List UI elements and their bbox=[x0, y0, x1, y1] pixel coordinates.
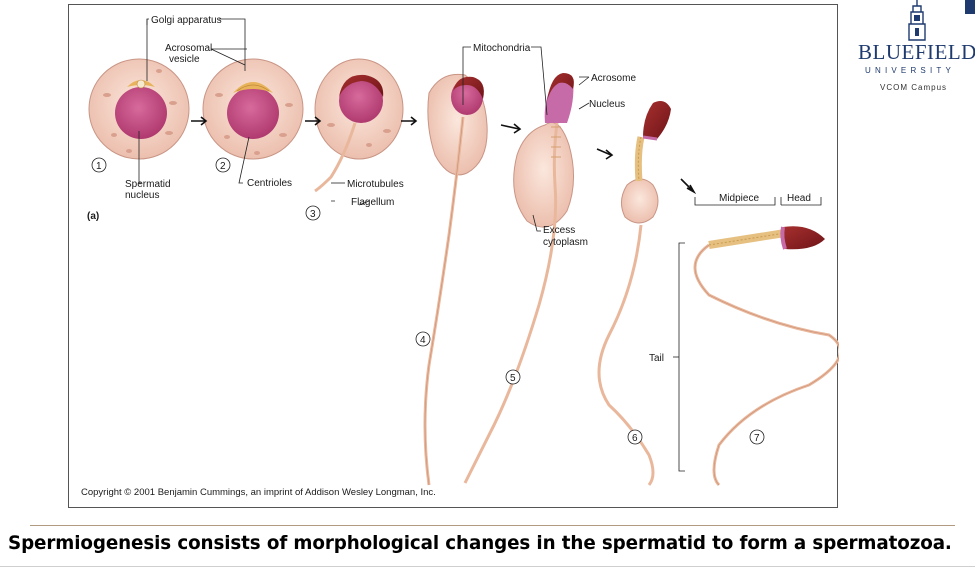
tower-icon bbox=[908, 0, 926, 41]
svg-text:7: 7 bbox=[754, 433, 760, 444]
bottom-rule bbox=[0, 566, 975, 567]
label-spermatid: Spermatid bbox=[125, 179, 171, 190]
label-excess: Excess bbox=[543, 225, 575, 236]
label-tail: Tail bbox=[649, 353, 664, 364]
stage-number-1: 1 bbox=[91, 157, 107, 173]
spermiogenesis-figure: Golgi apparatus Acrosomal vesicle Mitoch… bbox=[68, 4, 839, 508]
svg-text:6: 6 bbox=[632, 433, 638, 444]
stage-1-cell bbox=[88, 58, 190, 160]
slide-caption: Spermiogenesis consists of morphological… bbox=[8, 533, 952, 554]
logo-campus: VCOM Campus bbox=[880, 83, 948, 92]
stage-number-3: 3 bbox=[305, 205, 321, 221]
label-centrioles: Centrioles bbox=[247, 178, 292, 189]
label-head: Head bbox=[787, 193, 811, 204]
svg-text:2: 2 bbox=[220, 161, 226, 172]
stage-number-5: 5 bbox=[505, 369, 521, 385]
stage-number-7: 7 bbox=[749, 429, 765, 445]
figure-illustration: Golgi apparatus Acrosomal vesicle Mitoch… bbox=[81, 15, 839, 498]
stage-6-cell bbox=[597, 101, 671, 486]
stage-7-spermatozoon bbox=[693, 226, 839, 487]
copyright-notice: Copyright © 2001 Benjamin Cummings, an i… bbox=[81, 487, 436, 498]
logo-corner-bar bbox=[965, 0, 975, 14]
label-cytoplasm: cytoplasm bbox=[543, 237, 588, 248]
label-vesicle: vesicle bbox=[169, 54, 200, 65]
caption-divider bbox=[30, 525, 955, 526]
label-midpiece: Midpiece bbox=[719, 193, 759, 204]
stage-number-6: 6 bbox=[627, 429, 643, 445]
logo-wordmark: BLUEFIELD bbox=[858, 40, 975, 64]
label-flagellum: Flagellum bbox=[351, 197, 394, 208]
label-panel-a: (a) bbox=[87, 211, 99, 222]
label-spermatid-nucleus: nucleus bbox=[125, 190, 159, 201]
stage-number-4: 4 bbox=[415, 331, 431, 347]
label-acrosome: Acrosome bbox=[591, 73, 636, 84]
stage-5-cell bbox=[463, 73, 575, 484]
logo-university: UNIVERSITY bbox=[865, 66, 956, 75]
label-mitochondria: Mitochondria bbox=[473, 43, 531, 54]
stage-2-cell bbox=[202, 58, 304, 160]
label-nucleus: Nucleus bbox=[589, 99, 625, 110]
progression-arrows bbox=[191, 116, 697, 195]
stage-4-cell bbox=[423, 73, 488, 486]
leader-lines bbox=[138, 18, 822, 472]
svg-text:5: 5 bbox=[510, 373, 516, 384]
university-logo: BLUEFIELD UNIVERSITY VCOM Campus bbox=[850, 0, 975, 100]
svg-text:3: 3 bbox=[310, 209, 316, 220]
label-golgi-apparatus: Golgi apparatus bbox=[151, 15, 222, 26]
svg-text:4: 4 bbox=[420, 335, 426, 346]
label-acrosomal: Acrosomal bbox=[165, 43, 212, 54]
svg-text:1: 1 bbox=[96, 161, 102, 172]
stage-3-cell bbox=[314, 58, 404, 193]
stage-number-2: 2 bbox=[215, 157, 231, 173]
label-microtubules: Microtubules bbox=[347, 179, 404, 190]
